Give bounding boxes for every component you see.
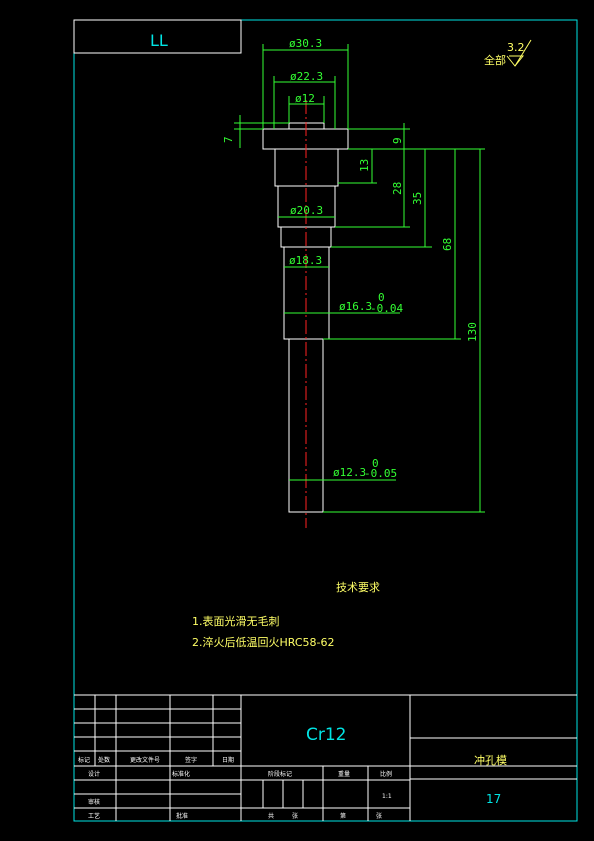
dim-text-d16: ø16.3 <box>339 300 372 313</box>
dim-text-h28: 28 <box>391 182 404 195</box>
header-checker: 审核 <box>88 798 100 806</box>
dimension-h130: 13 0 <box>323 149 485 513</box>
header-date: 日期 <box>222 756 234 764</box>
drawing-number-text: 17 <box>486 792 501 806</box>
scale-text: 1:1 <box>382 793 392 800</box>
drawing-frame <box>73 19 578 822</box>
dim-text-h35: 35 <box>411 192 424 205</box>
dimension-h28: 28 <box>335 149 410 228</box>
dim-text-h68: 68 <box>441 238 454 251</box>
footer-total-unit: 张 <box>292 812 298 820</box>
dim-text-d20: ø20.3 <box>290 204 323 217</box>
header-designer: 设计 <box>88 770 100 778</box>
notes-title: 技术要求 <box>336 581 380 594</box>
dimension-d30: ø30.3 <box>262 37 349 129</box>
header-standardization: 标准化 <box>172 770 190 778</box>
roughness-leader <box>514 39 532 67</box>
dim-tol-d12-3-upper: 0 <box>372 457 379 470</box>
header-count: 处数 <box>98 756 110 764</box>
dim-text-d12: ø12 <box>295 92 315 105</box>
dimension-h35: 35 <box>331 149 432 248</box>
header-stage-mark: 阶段标记 <box>268 770 292 778</box>
dimension-h9: 9 <box>348 123 485 155</box>
dim-text-h13: 13 <box>358 159 371 172</box>
dim-text-d30: ø30.3 <box>289 37 322 50</box>
footer-total: 共 <box>268 812 274 820</box>
dim-tol-d16-upper: 0 <box>378 291 385 304</box>
dimension-d18: ø18.3 <box>284 254 329 268</box>
roughness-label: 全部 <box>484 53 506 67</box>
footer-page-unit: 张 <box>376 812 382 820</box>
header-process: 工艺 <box>88 812 100 820</box>
dim-text-h7: 7 <box>222 136 235 143</box>
dim-text-d12-3: ø12.3 <box>333 466 366 479</box>
footer-page: 第 <box>340 812 346 820</box>
dimension-d16: ø16.3 0 -0.04 <box>284 291 403 315</box>
header-mark: 标记 <box>78 756 90 764</box>
code-box <box>73 19 242 54</box>
part-name-text: 冲孔模 <box>474 753 507 767</box>
roughness-symbol-icon <box>506 55 525 67</box>
dim-tol-d12-3-lower: -0.05 <box>364 467 397 480</box>
dim-tol-d16-lower: -0.04 <box>370 302 403 315</box>
dim-text-h130: 130 <box>466 322 479 342</box>
notes-line-2: 2.淬火后低温回火HRC58-62 <box>192 635 335 649</box>
dimension-d12-3: ø12.3 0 -0.05 <box>289 457 397 481</box>
dim-text-d22: ø22.3 <box>290 70 323 83</box>
header-approve: 批准 <box>176 812 188 820</box>
header-signature: 签字 <box>185 756 197 764</box>
header-change-doc: 更改文件号 <box>130 756 160 764</box>
dimension-h7: 7 <box>222 115 289 148</box>
dim-text-h9: 9 <box>391 137 404 144</box>
roughness-mark: 全部 3.2 <box>484 39 532 67</box>
dimension-d12: ø12 <box>288 92 325 123</box>
header-ratio: 比例 <box>380 770 392 778</box>
header-weight: 重量 <box>338 770 350 778</box>
material-text: Cr12 <box>306 725 347 745</box>
notes-line-1: 1.表面光滑无毛刺 <box>192 614 280 628</box>
dimension-d22: ø22.3 <box>273 70 336 129</box>
code-box-text: LL <box>150 31 168 50</box>
dimension-h68: 68 <box>323 149 461 340</box>
title-block <box>74 694 577 821</box>
roughness-value: 3.2 <box>507 41 525 54</box>
dimension-d20: ø20.3 <box>278 204 335 218</box>
dimension-h13: 13 <box>338 149 377 184</box>
dim-text-d18: ø18.3 <box>289 254 322 267</box>
